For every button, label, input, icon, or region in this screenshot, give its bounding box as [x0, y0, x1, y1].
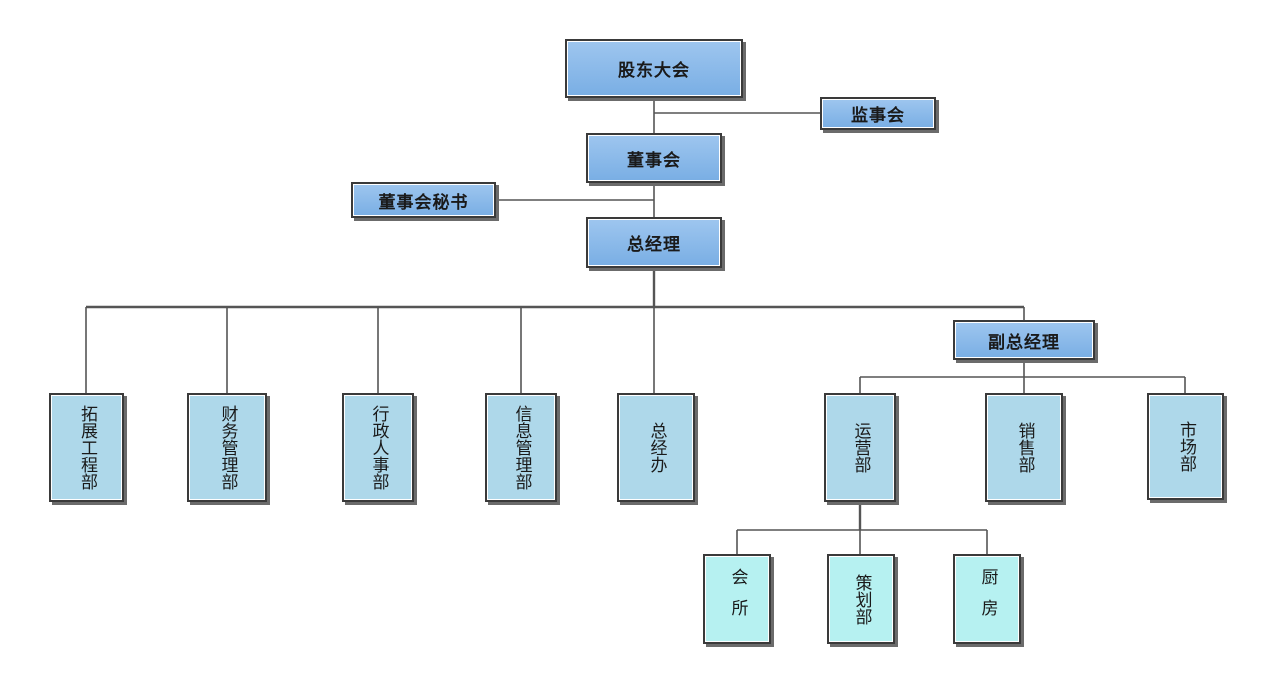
node-shareholders: 股东大会 [565, 39, 743, 98]
node-deputy-gm-label: 副总经理 [988, 332, 1060, 353]
node-sales-label: 销售部 [1014, 422, 1035, 473]
node-operations: 运营部 [824, 393, 896, 502]
node-operations-label: 运营部 [850, 422, 871, 473]
node-kitchen-label: 厨房 [977, 568, 998, 630]
node-admin-hr: 行政人事部 [342, 393, 414, 502]
node-planning-label: 策划部 [851, 573, 872, 625]
node-gm-office-label: 总经办 [646, 422, 667, 473]
node-finance: 财务管理部 [187, 393, 267, 502]
node-clubhouse-label: 会所 [727, 568, 748, 630]
node-board-label: 董事会 [627, 150, 681, 171]
node-gm-label: 总经理 [627, 235, 681, 255]
node-info-label: 信息管理部 [511, 405, 532, 490]
node-admin-hr-label: 行政人事部 [368, 405, 389, 490]
node-shareholders-label: 股东大会 [618, 61, 690, 81]
node-supervisors: 监事会 [820, 97, 936, 130]
node-finance-label: 财务管理部 [217, 405, 238, 490]
node-market-label: 市场部 [1176, 421, 1196, 472]
node-gm-office: 总经办 [617, 393, 695, 502]
node-board: 董事会 [586, 133, 722, 183]
node-clubhouse: 会所 [703, 554, 771, 644]
node-expansion-label: 拓展工程部 [77, 405, 97, 490]
node-kitchen: 厨房 [953, 554, 1021, 644]
node-board-secretary-label: 董事会秘书 [378, 192, 469, 213]
node-planning: 策划部 [827, 554, 895, 644]
node-sales: 销售部 [985, 393, 1063, 502]
node-market: 市场部 [1147, 393, 1224, 500]
node-deputy-gm: 副总经理 [953, 320, 1095, 360]
node-info: 信息管理部 [485, 393, 557, 502]
node-expansion: 拓展工程部 [49, 393, 124, 502]
node-supervisors-label: 监事会 [851, 106, 905, 126]
node-board-secretary: 董事会秘书 [351, 182, 496, 218]
node-gm: 总经理 [586, 217, 722, 268]
